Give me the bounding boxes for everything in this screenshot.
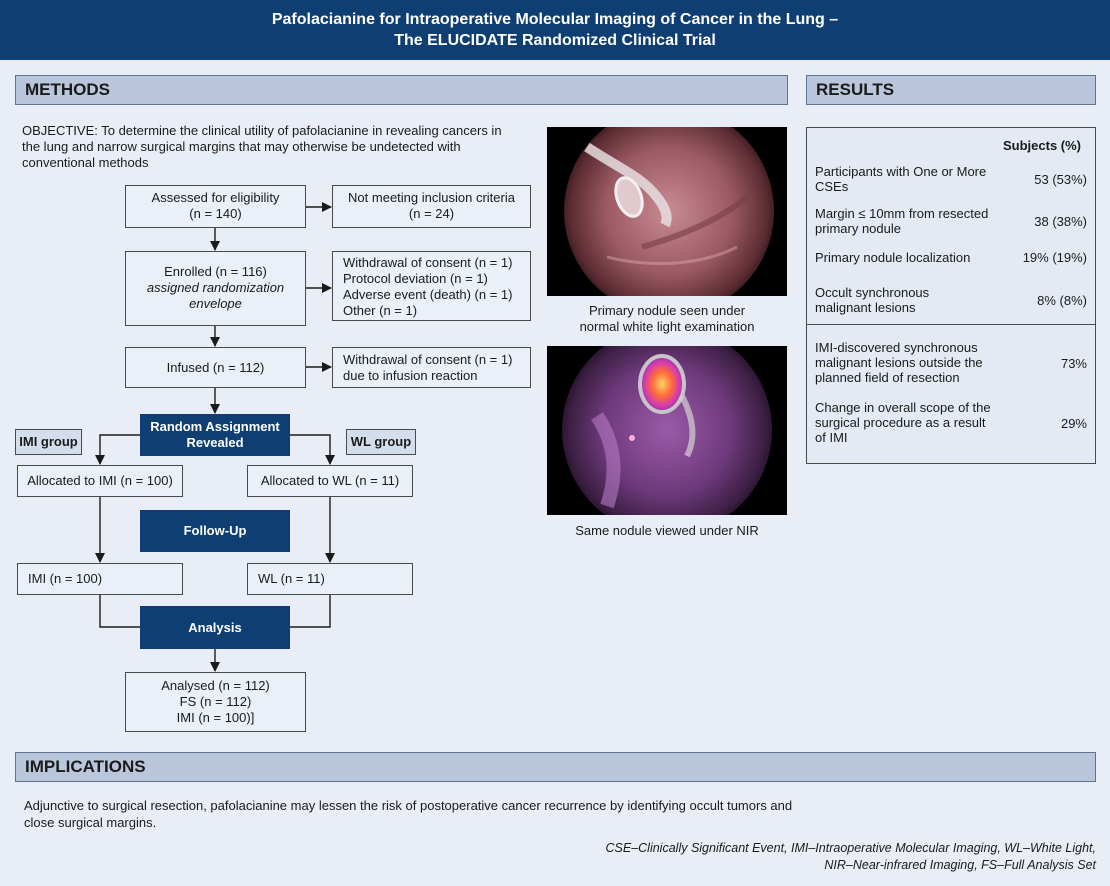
imi-group-label: IMI group [15, 429, 82, 455]
results-row-value: 38 (38%) [1034, 214, 1087, 229]
title-banner: Pafolacianine for Intraoperative Molecul… [0, 0, 1110, 60]
results-row-label: IMI-discovered synchronous malignant les… [815, 340, 983, 385]
results-row-label: Primary nodule localization [815, 250, 971, 265]
exclusion-item: Protocol deviation (n = 1) [343, 271, 488, 286]
enrolled-line-1: Enrolled (n = 116) [164, 264, 267, 279]
implications-heading: IMPLICATIONS [15, 752, 1096, 782]
photo-caption-1-line-1: Primary nodule seen under [588, 303, 746, 318]
results-row-value: 29% [1060, 416, 1087, 431]
implications-text: Adjunctive to surgical resection, pafola… [24, 798, 793, 830]
wl-group-label: WL group [346, 429, 416, 455]
allocated-imi-box: Allocated to IMI (n = 100) [17, 465, 183, 497]
results-row: Primary nodule localization 19% (19%) [815, 250, 1087, 265]
arrow-to-wl-allocation [290, 434, 335, 465]
objective-text: OBJECTIVE: To determine the clinical uti… [22, 123, 502, 170]
nir-photo [547, 346, 787, 515]
follow-up-box: Follow-Up [140, 510, 290, 552]
enrolled-line-3: envelope [189, 296, 242, 311]
results-row-label: Occult synchronous malignant lesions [815, 285, 930, 315]
analysed-box: Analysed (n = 112) FS (n = 112) IMI (n =… [125, 672, 306, 732]
results-panel: Subjects (%) Participants with One or Mo… [806, 127, 1096, 464]
enroll-exclusions-box: Withdrawal of consent (n = 1) Protocol d… [332, 251, 531, 321]
enrolled-box: Enrolled (n = 116) assigned randomizatio… [125, 251, 306, 326]
analysed-line-2: FS (n = 112) [179, 694, 252, 709]
results-row-label: Participants with One or More CSEs [815, 164, 987, 194]
exclusion-item: Other (n = 1) [343, 303, 418, 318]
results-divider [807, 324, 1095, 325]
infused-box: Infused (n = 112) [125, 347, 306, 388]
infusion-withdrawal-line-1: Withdrawal of consent (n = 1) [343, 352, 513, 367]
photo-caption-1-line-2: normal white light examination [579, 319, 755, 334]
not-meeting-box: Not meeting inclusion criteria (n = 24) [332, 185, 531, 228]
results-row-value: 19% (19%) [1022, 250, 1087, 265]
white-light-photo [547, 127, 787, 296]
line-wl-analysis [290, 595, 331, 628]
results-column-header: Subjects (%) [1002, 138, 1081, 153]
results-row: Occult synchronous malignant lesions 8% … [815, 285, 1087, 315]
imi-box: IMI (n = 100) [17, 563, 183, 595]
title-line-2: The ELUCIDATE Randomized Clinical Trial [394, 32, 716, 49]
methods-heading: METHODS [15, 75, 788, 105]
abbreviations-footnote: CSE–Clinically Significant Event, IMI–In… [606, 840, 1097, 874]
footnote-line-1: CSE–Clinically Significant Event, IMI–In… [605, 841, 1097, 855]
assessed-line-2: (n = 140) [189, 206, 242, 221]
results-row-value: 73% [1060, 356, 1087, 371]
analysed-line-1: Analysed (n = 112) [161, 678, 270, 693]
line-imi-analysis [99, 595, 140, 628]
results-row-value: 53 (53%) [1034, 172, 1087, 187]
random-assignment-box: Random Assignment Revealed [140, 414, 290, 456]
random-line-2: Revealed [186, 435, 244, 450]
enrolled-line-2: assigned randomization [146, 280, 285, 295]
assessed-box: Assessed for eligibility (n = 140) [125, 185, 306, 228]
analysed-line-3: IMI (n = 100)] [176, 710, 255, 725]
random-line-1: Random Assignment [150, 419, 280, 434]
results-row: Change in overall scope of the surgical … [815, 400, 1087, 445]
analysis-box: Analysis [140, 606, 290, 649]
not-meeting-line-2: (n = 24) [408, 206, 455, 221]
assessed-line-1: Assessed for eligibility [151, 190, 280, 205]
exclusion-item: Withdrawal of consent (n = 1) [343, 255, 513, 270]
arrow-to-imi-allocation [95, 434, 140, 465]
results-heading: RESULTS [806, 75, 1096, 105]
infusion-withdrawal-box: Withdrawal of consent (n = 1) due to inf… [332, 347, 531, 388]
title-line-1: Pafolacianine for Intraoperative Molecul… [271, 11, 839, 28]
footnote-line-2: NIR–Near-infrared Imaging, FS–Full Analy… [824, 858, 1096, 872]
wl-box: WL (n = 11) [247, 563, 413, 595]
results-row-label: Margin ≤ 10mm from resected primary nodu… [815, 206, 989, 236]
photo-caption-1: Primary nodule seen under normal white l… [547, 303, 787, 335]
results-row-value: 8% (8%) [1037, 293, 1087, 308]
infusion-withdrawal-line-2: due to infusion reaction [343, 368, 478, 383]
results-row: Participants with One or More CSEs 53 (5… [815, 164, 1087, 194]
exclusion-item: Adverse event (death) (n = 1) [343, 287, 513, 302]
results-row: IMI-discovered synchronous malignant les… [815, 340, 1087, 385]
allocated-wl-box: Allocated to WL (n = 11) [247, 465, 413, 497]
photo-caption-2: Same nodule viewed under NIR [575, 523, 759, 538]
results-row-label: Change in overall scope of the surgical … [815, 400, 991, 445]
results-row: Margin ≤ 10mm from resected primary nodu… [815, 206, 1087, 236]
not-meeting-line-1: Not meeting inclusion criteria [348, 190, 515, 205]
